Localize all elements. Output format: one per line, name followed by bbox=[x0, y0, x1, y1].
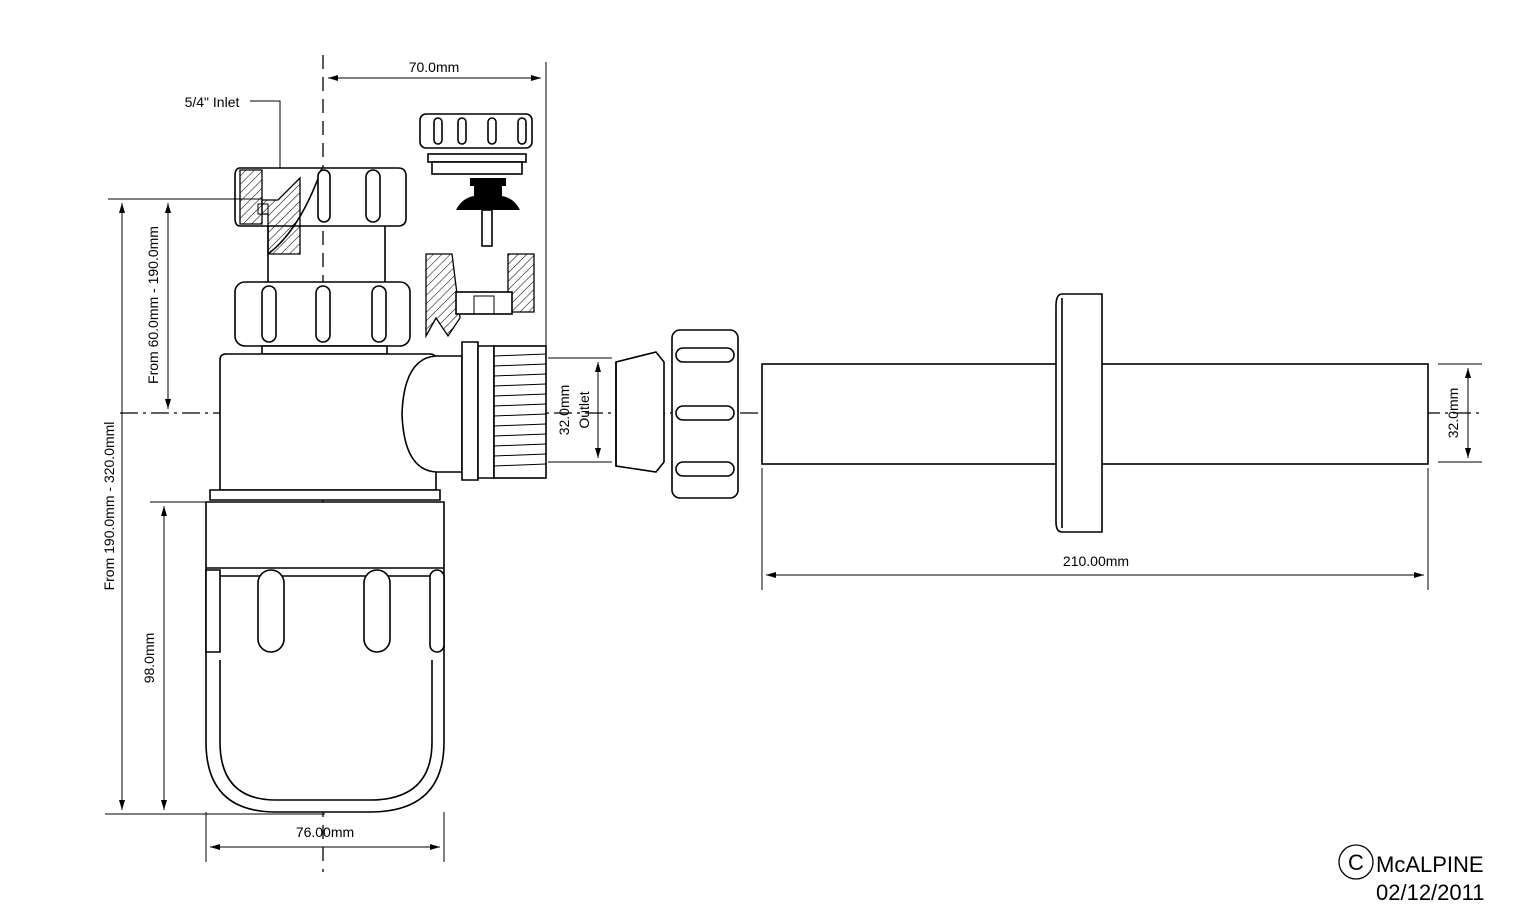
copyright-block: C McALPINE 02/12/2011 bbox=[1338, 844, 1484, 905]
copyright-brand: McALPINE bbox=[1376, 852, 1484, 877]
cap-plug bbox=[456, 178, 520, 247]
upper-nut bbox=[234, 281, 411, 355]
label-inlet-height: From 60.0mm - 190.0mm bbox=[145, 226, 161, 384]
dim-190-320 bbox=[105, 203, 325, 815]
copyright-circle bbox=[1338, 844, 1374, 880]
label-pipe-length: 210.00mm bbox=[1063, 553, 1129, 569]
dim-inlet-leader bbox=[250, 100, 281, 168]
label-outlet-size: 32.0mm bbox=[556, 385, 572, 436]
dim-70 bbox=[328, 62, 547, 346]
label-inlet: 5/4" Inlet bbox=[185, 94, 240, 110]
copyright-symbol: C bbox=[1348, 850, 1364, 875]
label-bottle-height: 98.0mm bbox=[141, 633, 157, 684]
copyright-date: 02/12/2011 bbox=[1376, 880, 1484, 905]
label-top-width: 70.0mm bbox=[409, 59, 460, 75]
label-outlet-word: Outlet bbox=[576, 391, 592, 428]
trap-body bbox=[209, 353, 441, 501]
dim-60-190 bbox=[108, 198, 262, 409]
outlet-spigot bbox=[401, 253, 547, 481]
dim-outlet-32 bbox=[548, 357, 612, 463]
dim-98 bbox=[150, 501, 206, 810]
outlet-nut bbox=[671, 329, 739, 499]
bottle bbox=[205, 501, 445, 813]
cap-washer bbox=[427, 153, 527, 175]
outlet-olive bbox=[615, 351, 665, 473]
inlet-nut bbox=[234, 167, 407, 255]
label-pipe-diameter: 32.0mm bbox=[1445, 388, 1461, 439]
dim-76 bbox=[205, 812, 445, 862]
label-bottle-width: 76.00mm bbox=[296, 824, 354, 840]
wall-flange bbox=[1055, 293, 1103, 533]
dim-pipe-32 bbox=[1438, 363, 1482, 463]
inlet-tube bbox=[267, 226, 386, 282]
dim-210 bbox=[761, 468, 1429, 590]
label-overall-height: From 190.0mm - 320.0mml bbox=[101, 422, 117, 591]
cap-nut bbox=[419, 113, 533, 149]
